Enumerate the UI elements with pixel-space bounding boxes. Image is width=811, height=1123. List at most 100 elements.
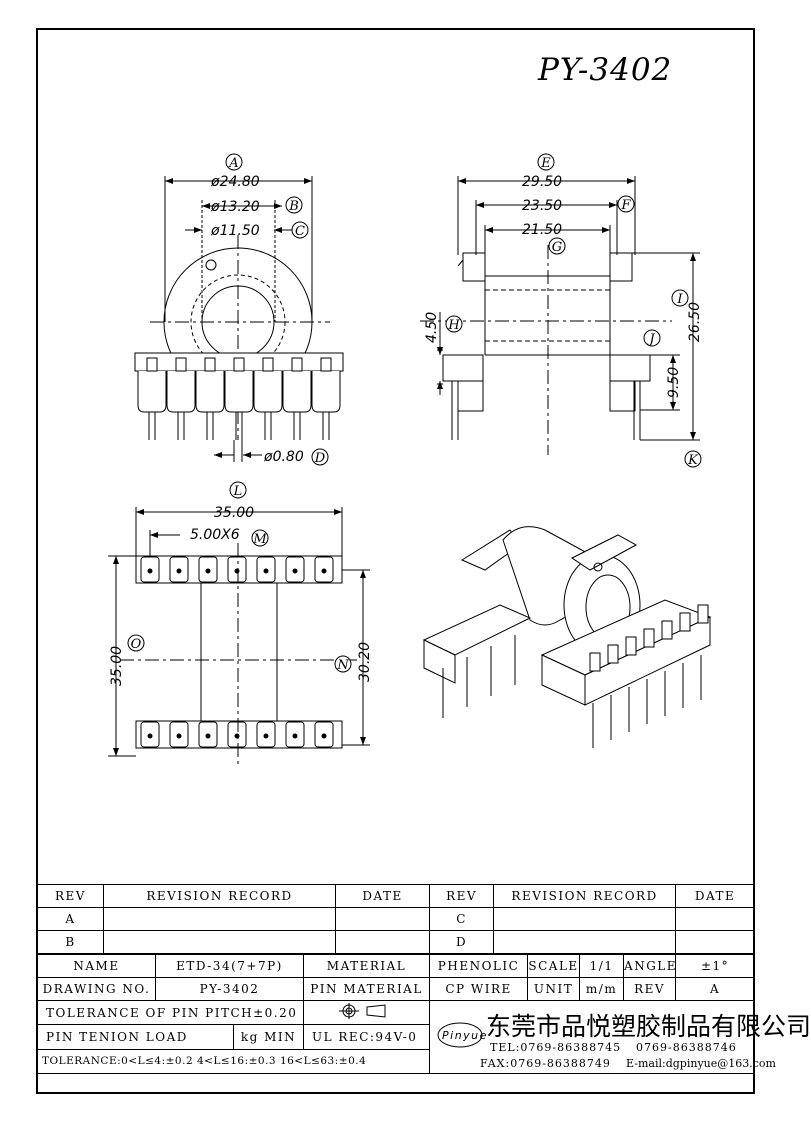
rev-row: B D bbox=[37, 930, 756, 955]
angle-value: ±1° bbox=[675, 953, 756, 978]
pin-material-label: PIN MATERIAL bbox=[302, 977, 431, 1001]
dim-label-b: B bbox=[285, 196, 303, 214]
revision-record-cell bbox=[493, 907, 677, 931]
material-label: MATERIAL bbox=[302, 953, 431, 978]
rev-cell: D bbox=[429, 930, 495, 955]
date-cell bbox=[675, 907, 756, 931]
date-cell bbox=[335, 907, 431, 931]
bottom-pin-pad bbox=[285, 556, 305, 583]
drawing-no-row: DRAWING NO. PY-3402 PIN MATERIAL CP WIRE… bbox=[37, 977, 756, 1001]
front-pin-body bbox=[253, 371, 283, 413]
company-cell: Pinyue 东莞市品悦塑胶制品有限公司 TEL:0769-86388745 0… bbox=[429, 1000, 811, 1074]
drawing-no-label: DRAWING NO. bbox=[37, 977, 156, 1001]
iso-pin-body bbox=[625, 636, 637, 656]
label-text-k: K bbox=[687, 453, 699, 468]
bottom-pin-pad bbox=[169, 721, 189, 748]
iso-pin-body bbox=[697, 604, 709, 624]
revision-record-header: REVISION RECORD bbox=[102, 884, 337, 908]
bottom-pin-hole bbox=[321, 733, 327, 739]
label-circle-icon bbox=[671, 289, 689, 307]
tolerance-general-row: TOLERANCE:0<L≤4:±0.2 4<L≤16:±0.3 16<L≤63… bbox=[36, 1048, 755, 1075]
label-circle-icon bbox=[285, 196, 303, 214]
side-view bbox=[420, 176, 700, 455]
front-pin-slot bbox=[175, 357, 187, 372]
label-circle-icon bbox=[617, 195, 635, 213]
front-pin-slot bbox=[233, 357, 245, 372]
front-pin-body bbox=[166, 371, 196, 413]
drawing-title: PY-3402 bbox=[538, 52, 673, 88]
bottom-pin-hole bbox=[147, 568, 153, 574]
company-name: 东莞市品悦塑胶制品有限公司 bbox=[486, 1012, 811, 1041]
label-text-a: A bbox=[228, 156, 238, 171]
dim-a-value: ø24.80 bbox=[210, 174, 260, 190]
dim-label-o: O bbox=[127, 634, 145, 652]
label-text-o: O bbox=[131, 637, 142, 652]
front-pin-body bbox=[282, 371, 312, 413]
pin-tension-label: PIN TENION LOAD bbox=[37, 1024, 234, 1050]
bottom-view bbox=[108, 507, 370, 765]
dim-n-value: 30.20 bbox=[357, 642, 373, 682]
iso-pin-body bbox=[661, 620, 673, 640]
company-logo-icon: Pinyue bbox=[437, 1022, 486, 1048]
tolerance-pitch-row: TOLERANCE OF PIN PITCH±0.20 Pinyue 东莞市品悦… bbox=[37, 999, 811, 1074]
label-circle-icon bbox=[127, 634, 145, 652]
label-text-f: F bbox=[620, 198, 631, 213]
label-circle-icon bbox=[291, 221, 309, 239]
bottom-pin-pad bbox=[285, 721, 305, 748]
bottom-pin-pad bbox=[227, 721, 247, 748]
rev-row: A C bbox=[37, 907, 756, 931]
pin-tension-unit: kg MIN bbox=[233, 1024, 304, 1050]
revision-record-header-2: REVISION RECORD bbox=[493, 884, 677, 908]
front-pin-slot bbox=[146, 357, 158, 372]
company-tel-2: 0769-86388746 bbox=[636, 1041, 737, 1054]
unit-value: m/m bbox=[579, 977, 625, 1001]
dim-o-value: 35.00 bbox=[109, 646, 125, 686]
rev-header-row: REV REVISION RECORD DATE REV REVISION RE… bbox=[37, 884, 756, 908]
rev-value: A bbox=[675, 977, 756, 1001]
dim-e-value: 29.50 bbox=[522, 174, 562, 190]
ul-rec: UL REC:94V-0 bbox=[302, 1024, 431, 1050]
dim-label-i: I bbox=[671, 289, 689, 307]
bottom-pin-hole bbox=[263, 568, 269, 574]
title-block: REV REVISION RECORD DATE REV REVISION RE… bbox=[36, 884, 811, 1075]
bottom-pin-pad bbox=[227, 556, 247, 583]
label-circle-icon bbox=[548, 237, 566, 255]
dim-d-value: ø0.80 bbox=[263, 449, 304, 465]
bottom-pin-hole bbox=[147, 733, 153, 739]
scale-label: SCALE bbox=[527, 953, 581, 978]
label-circle-icon bbox=[311, 448, 329, 466]
dim-label-e: E bbox=[537, 153, 555, 171]
label-circle-icon bbox=[251, 529, 269, 547]
name-value: ETD-34(7+7P) bbox=[155, 953, 304, 978]
technical-drawing: ø24.80 ø13.20 ø11.50 ø0.80 bbox=[108, 153, 712, 765]
drawing-no-value: PY-3402 bbox=[155, 977, 304, 1001]
dim-label-l: L bbox=[229, 481, 247, 499]
bottom-pin-pad bbox=[256, 721, 276, 748]
dim-label-j: J bbox=[643, 329, 661, 347]
dim-i-value: 26.50 bbox=[687, 302, 703, 342]
label-circle-icon bbox=[334, 655, 352, 673]
label-text-m: M bbox=[252, 532, 267, 547]
label-text-e: E bbox=[540, 156, 551, 171]
label-circle-icon bbox=[684, 450, 702, 468]
projection-symbol-icon bbox=[338, 1003, 386, 1020]
bottom-pin-pad bbox=[314, 721, 334, 748]
dim-b-value: ø13.20 bbox=[210, 199, 260, 215]
bottom-pin-hole bbox=[321, 568, 327, 574]
bottom-pin-pad bbox=[256, 556, 276, 583]
bottom-pin-pad bbox=[198, 556, 218, 583]
rev-label: REV bbox=[623, 977, 677, 1001]
dim-label-n: N bbox=[334, 655, 352, 673]
label-circle-icon bbox=[643, 329, 661, 347]
front-pin-slot bbox=[291, 357, 303, 372]
label-text-j: J bbox=[646, 332, 655, 347]
iso-pin-body bbox=[607, 644, 619, 664]
iso-pin-body bbox=[643, 628, 655, 648]
dim-h-value: 4.50 bbox=[424, 312, 440, 343]
bottom-pin-hole bbox=[176, 568, 182, 574]
unit-label: UNIT bbox=[527, 977, 581, 1001]
date-header-2: DATE bbox=[675, 884, 756, 908]
label-text-l: L bbox=[233, 484, 243, 499]
front-pin-body bbox=[195, 371, 225, 413]
bottom-pin-pad bbox=[140, 721, 160, 748]
